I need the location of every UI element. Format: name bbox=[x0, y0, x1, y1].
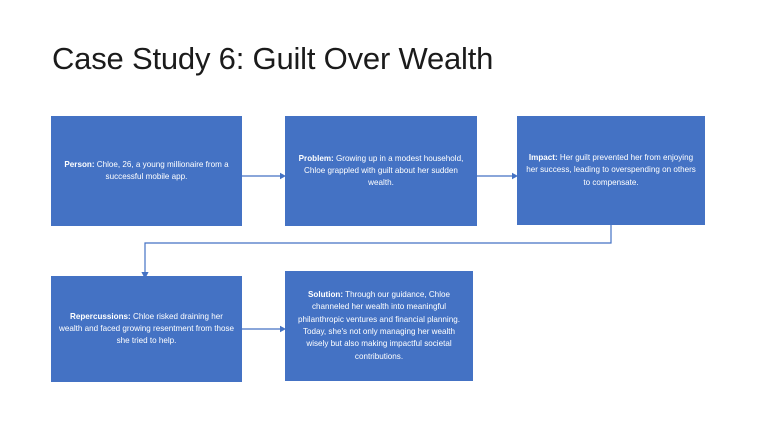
flow-box-impact[interactable]: Impact: Her guilt prevented her from enj… bbox=[517, 116, 705, 225]
connector-elbow-impact-to-repercussions bbox=[141, 224, 612, 279]
flow-box-repercussions-text: Repercussions: Chloe risked draining her… bbox=[58, 311, 235, 348]
page-title: Case Study 6: Guilt Over Wealth bbox=[52, 41, 494, 76]
connector-arrow-person-to-problem bbox=[242, 172, 286, 180]
flow-box-problem[interactable]: Problem: Growing up in a modest househol… bbox=[285, 116, 477, 226]
flow-box-person-text: Person: Chloe, 26, a young millionaire f… bbox=[58, 159, 235, 184]
connector-arrow-problem-to-impact bbox=[477, 172, 518, 180]
flow-box-solution-label: Solution: bbox=[307, 290, 344, 300]
flow-box-person-label: Person: bbox=[64, 159, 95, 169]
flow-box-person-body: Chloe, 26, a young millionaire from a su… bbox=[94, 159, 229, 181]
flow-box-repercussions[interactable]: Repercussions: Chloe risked draining her… bbox=[51, 276, 242, 382]
flow-box-repercussions-label: Repercussions: bbox=[70, 311, 131, 321]
flow-box-problem-body: Growing up in a modest household, Chloe … bbox=[304, 153, 464, 188]
connector-arrow-repercussions-to-solution bbox=[242, 325, 286, 333]
flow-box-solution-body: Through our guidance, Chloe channeled he… bbox=[298, 290, 460, 361]
flow-box-repercussions-body: Chloe risked draining her wealth and fac… bbox=[58, 311, 234, 346]
flow-box-impact-label: Impact: bbox=[528, 153, 558, 163]
flow-box-impact-text: Impact: Her guilt prevented her from enj… bbox=[524, 152, 698, 189]
flow-box-person[interactable]: Person: Chloe, 26, a young millionaire f… bbox=[51, 116, 242, 226]
flow-box-solution[interactable]: Solution: Through our guidance, Chloe ch… bbox=[285, 271, 473, 381]
flow-box-impact-body: Her guilt prevented her from enjoying he… bbox=[526, 153, 696, 187]
flow-box-problem-label: Problem: bbox=[298, 153, 334, 163]
flow-box-solution-text: Solution: Through our guidance, Chloe ch… bbox=[292, 289, 466, 363]
flow-box-problem-text: Problem: Growing up in a modest househol… bbox=[292, 153, 470, 190]
